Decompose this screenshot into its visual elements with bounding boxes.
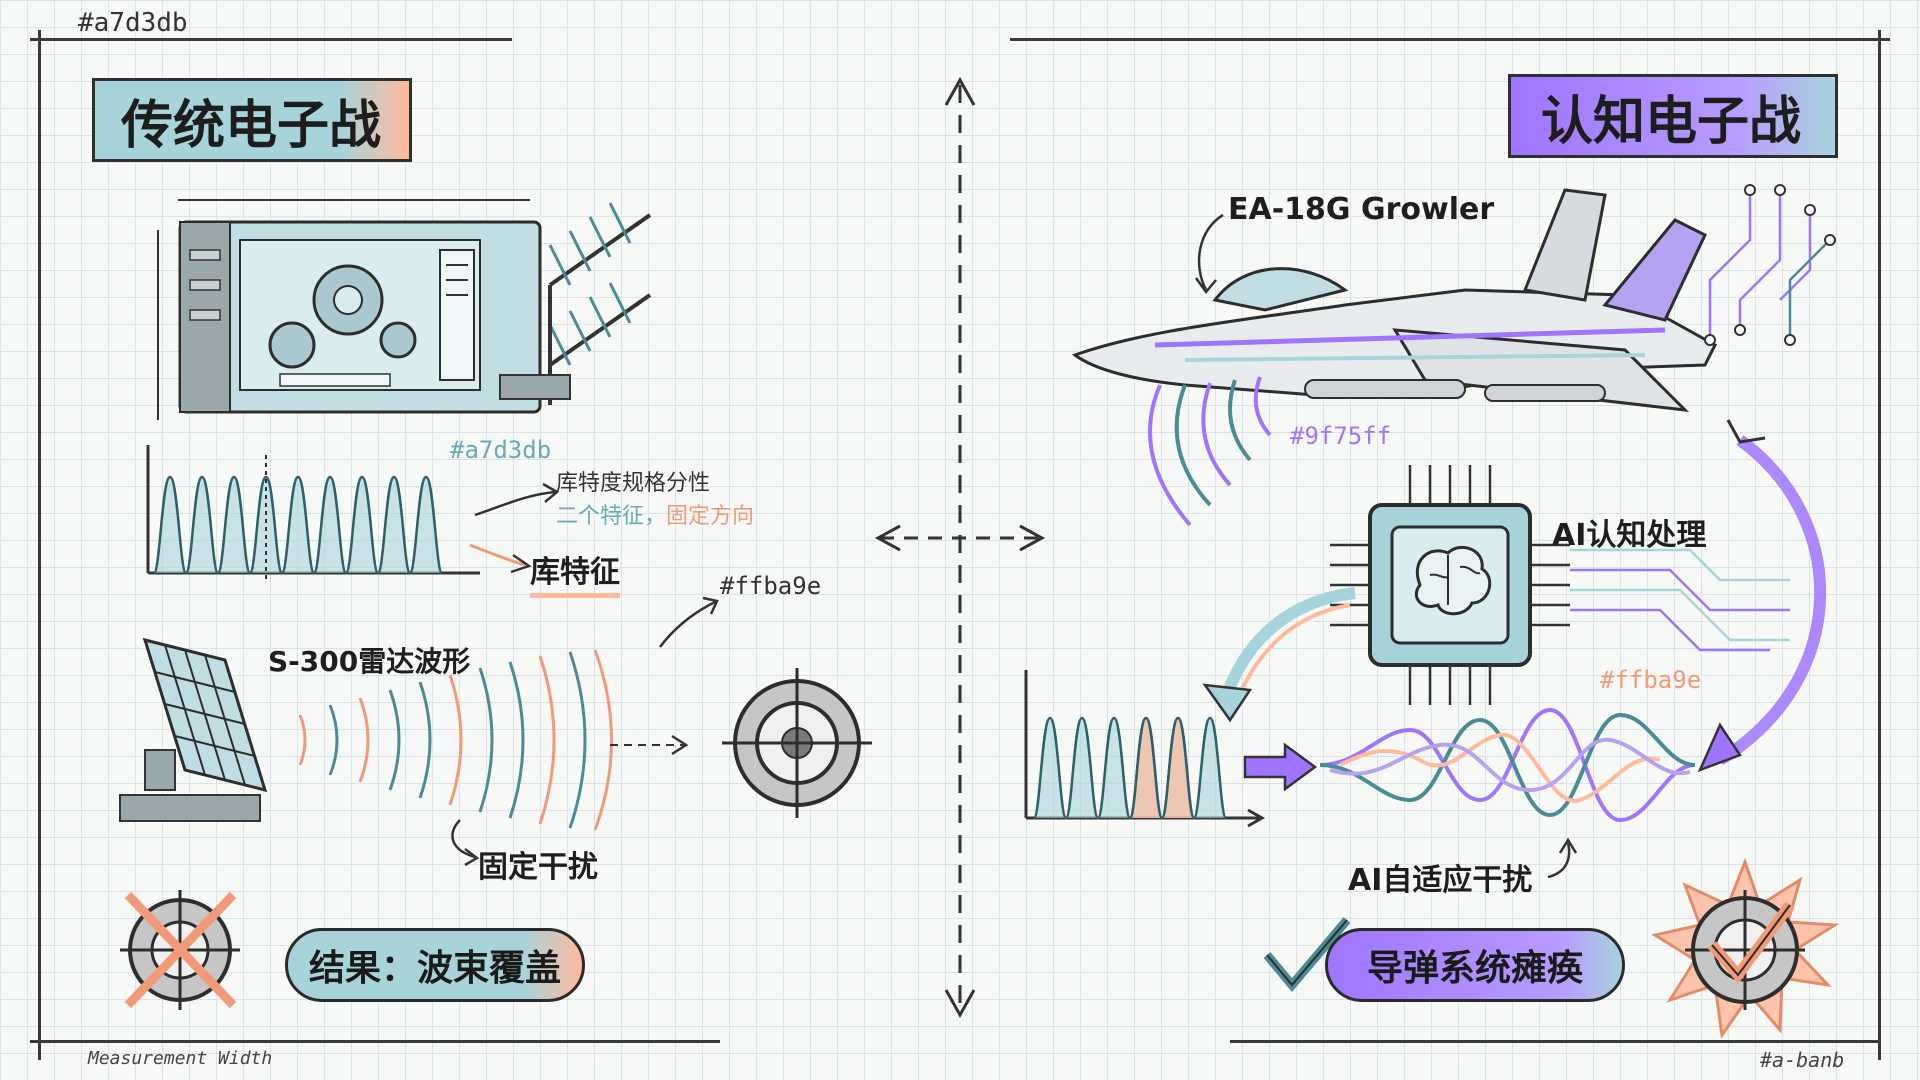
feature-label: 库特征 bbox=[530, 547, 620, 598]
right-title-text: 认知电子战 bbox=[1541, 91, 1802, 152]
radar-label: S-300雷达波形 bbox=[268, 645, 471, 678]
frame-top-left bbox=[30, 38, 512, 41]
ai-data-traces bbox=[1570, 548, 1790, 652]
feature-note-part-a: 二个特征， bbox=[556, 504, 667, 529]
aircraft-label: EA-18G Growler bbox=[1228, 192, 1495, 227]
adaptive-color-note: #ffba9e bbox=[1600, 666, 1702, 694]
feature-note-line1: 库特度规格分性 bbox=[556, 471, 711, 496]
process-arrow-icon bbox=[1243, 742, 1318, 792]
radar-panel-icon bbox=[119, 637, 268, 822]
frame-top-right bbox=[1010, 38, 1890, 41]
feedback-loop-arrow bbox=[1697, 419, 1826, 773]
aircraft-pointer bbox=[1194, 213, 1224, 295]
yagi-antenna-icon bbox=[499, 202, 652, 405]
feature-pointer-arrows bbox=[469, 482, 560, 574]
left-title: 传统电子战 bbox=[92, 78, 412, 162]
wave-note-pointer bbox=[659, 596, 719, 648]
aircraft-emission-waves bbox=[1148, 376, 1272, 527]
wave-color-note: #ffba9e bbox=[720, 572, 822, 600]
feature-note-part-b: 固定方向 bbox=[666, 504, 755, 529]
ai-process-label: AI认知处理 bbox=[1552, 518, 1707, 553]
frame-bottom-right bbox=[1230, 1040, 1880, 1043]
corner-tag: #a7d3db bbox=[78, 8, 188, 38]
footer-left-note: Measurement Width bbox=[88, 1048, 273, 1069]
crossed-target-icon bbox=[120, 890, 240, 1010]
fixed-jam-label: 固定干扰 bbox=[478, 850, 598, 885]
fingerprint-waveform bbox=[146, 445, 480, 580]
left-result-text: 结果：波束覆盖 bbox=[308, 948, 561, 989]
frame-right bbox=[1878, 30, 1881, 1060]
signal-console-icon bbox=[157, 199, 542, 420]
emission-color-note: #9f75ff bbox=[1290, 422, 1392, 450]
waveform-color-note: #a7d3db bbox=[450, 436, 552, 464]
left-title-text: 传统电子战 bbox=[121, 95, 382, 156]
target-hit-icon bbox=[1651, 857, 1840, 1039]
captured-signal-waveform bbox=[1024, 670, 1266, 828]
adaptive-jam-label: AI自适应干扰 bbox=[1348, 863, 1533, 898]
ai-brain-chip-icon bbox=[1330, 465, 1570, 705]
fixed-jam-pointer bbox=[451, 819, 480, 867]
radar-beam-waves bbox=[298, 649, 689, 831]
frame-left bbox=[38, 30, 41, 1060]
circuit-traces-icon bbox=[1704, 184, 1836, 346]
frame-bottom-left bbox=[30, 1040, 720, 1043]
right-title: 认知电子战 bbox=[1508, 74, 1838, 158]
right-result-text: 导弹系统瘫痪 bbox=[1366, 948, 1583, 989]
adaptive-jam-waveform bbox=[1319, 707, 1696, 823]
ea18g-aircraft-icon bbox=[1071, 188, 1717, 412]
right-result-pill: 导弹系统瘫痪 bbox=[1325, 928, 1625, 1002]
footer-right-note: #a-banb bbox=[1760, 1048, 1845, 1072]
adaptive-jam-pointer bbox=[1547, 837, 1578, 879]
checkmark-icon bbox=[1263, 917, 1351, 992]
target-reticle-icon bbox=[722, 668, 872, 818]
left-result-pill: 结果：波束覆盖 bbox=[285, 928, 585, 1002]
feature-note-line2: 二个特征，固定方向 bbox=[556, 498, 754, 530]
chip-to-signal-arrow bbox=[1202, 587, 1356, 723]
